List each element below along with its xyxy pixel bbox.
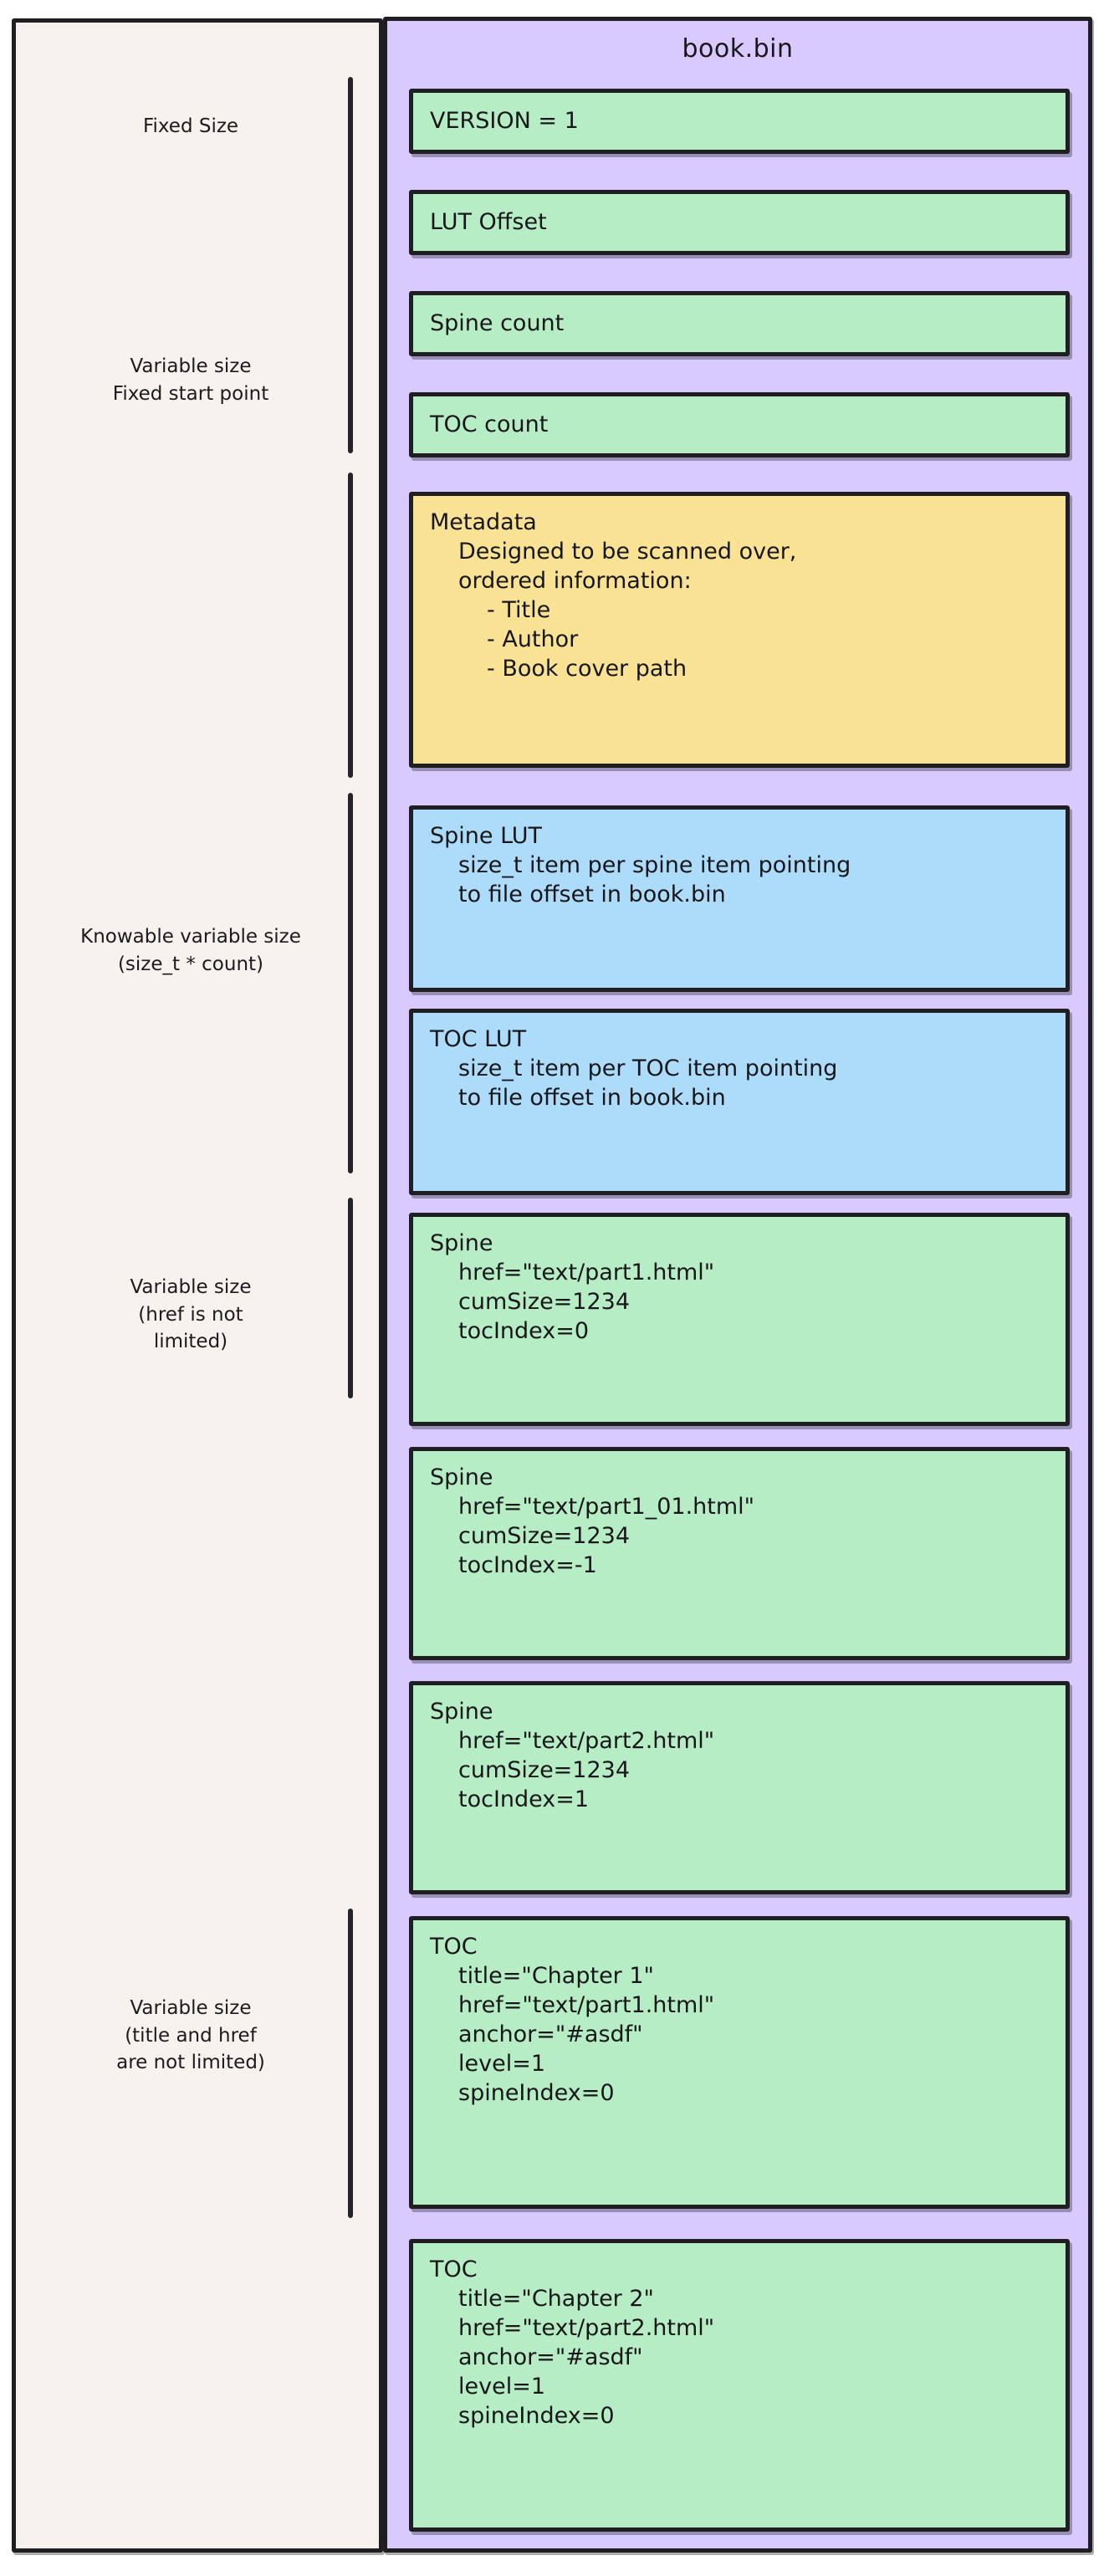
spine-2-cumsize: cumSize=1234	[458, 1523, 631, 1550]
block-toc-lut: TOC LUT size_t item per TOC item pointin…	[409, 1009, 1070, 1195]
spine-1-href: href="text/part1.html"	[458, 1260, 715, 1286]
spine-lut-desc-2: to file offset in book.bin	[458, 882, 726, 908]
group-label-fixed-size: Fixed Size	[142, 115, 239, 137]
block-metadata: Metadata Designed to be scanned over, or…	[409, 492, 1070, 768]
block-spine-lut: Spine LUT size_t item per spine item poi…	[409, 805, 1070, 992]
toc-2-level: level=1	[458, 2374, 546, 2400]
group-label-variable-fixed-start: Variable size Fixed start point	[112, 355, 269, 405]
block-toc-count-line: TOC count	[430, 411, 549, 438]
toc-1-title: title="Chapter 1"	[458, 1963, 654, 1990]
file-title: book.bin	[682, 34, 794, 64]
toc-lut-desc-2: to file offset in book.bin	[458, 1085, 726, 1112]
metadata-item-title: - Title	[487, 597, 551, 624]
spine-lut-desc-1: size_t item per spine item pointing	[458, 852, 851, 879]
toc-2-anchor: anchor="#asdf"	[458, 2344, 643, 2371]
spine-1-heading: Spine	[430, 1230, 493, 1256]
block-spine-1: Spine href="text/part1.html" cumSize=123…	[409, 1213, 1070, 1426]
spine-1-tocindex: tocIndex=0	[458, 1318, 590, 1345]
block-toc-count: TOC count	[409, 392, 1070, 457]
toc-1-heading: TOC	[430, 1934, 478, 1960]
block-toc-2: TOC title="Chapter 2" href="text/part2.h…	[409, 2239, 1070, 2532]
block-toc-1: TOC title="Chapter 1" href="text/part1.h…	[409, 1916, 1070, 2209]
toc-1-href: href="text/part1.html"	[458, 1992, 715, 2019]
spine-2-tocindex: tocIndex=-1	[458, 1552, 597, 1579]
toc-lut-heading: TOC LUT	[430, 1026, 527, 1052]
block-lut-offset: LUT Offset	[409, 190, 1070, 255]
spine-1-cumsize: cumSize=1234	[458, 1289, 631, 1316]
metadata-heading: Metadata	[430, 509, 537, 535]
toc-2-spineindex: spineIndex=0	[458, 2403, 615, 2430]
group-label-variable-title-href: Variable size (title and href are not li…	[116, 1997, 265, 2074]
block-spine-2: Spine href="text/part1_01.html" cumSize=…	[409, 1447, 1070, 1660]
spine-2-heading: Spine	[430, 1464, 493, 1490]
block-lut-offset-line: LUT Offset	[430, 209, 547, 236]
bracket-variable-title-href	[348, 1909, 353, 2218]
toc-1-anchor: anchor="#asdf"	[458, 2021, 643, 2048]
spine-3-cumsize: cumSize=1234	[458, 1757, 631, 1784]
toc-2-title: title="Chapter 2"	[458, 2286, 654, 2313]
toc-1-spineindex: spineIndex=0	[458, 2080, 615, 2107]
toc-lut-desc-1: size_t item per TOC item pointing	[458, 1055, 838, 1082]
spine-3-heading: Spine	[430, 1699, 493, 1725]
block-spine-count: Spine count	[409, 291, 1070, 356]
block-version: VERSION = 1	[409, 89, 1070, 154]
toc-2-href: href="text/part2.html"	[458, 2315, 715, 2342]
toc-2-heading: TOC	[430, 2257, 478, 2282]
group-label-knowable-variable: Knowable variable size (size_t * count)	[80, 926, 301, 975]
file-panel: book.bin VERSION = 1 LUT Offset Spine co…	[383, 17, 1092, 2553]
spine-3-href: href="text/part2.html"	[458, 1728, 715, 1755]
toc-1-level: level=1	[458, 2051, 546, 2078]
block-spine-count-line: Spine count	[430, 310, 565, 337]
spine-lut-heading: Spine LUT	[430, 823, 543, 849]
annotation-panel: Fixed Size Variable size Fixed start poi…	[12, 18, 383, 2553]
metadata-desc-1: Designed to be scanned over,	[458, 539, 797, 565]
group-label-variable-href: Variable size (href is not limited)	[130, 1276, 252, 1353]
bracket-variable-href	[348, 1198, 353, 1398]
spine-2-href: href="text/part1_01.html"	[458, 1494, 755, 1521]
metadata-item-cover: - Book cover path	[487, 656, 687, 682]
bracket-knowable-variable	[348, 793, 353, 1173]
block-version-line: VERSION = 1	[430, 108, 579, 135]
block-spine-3: Spine href="text/part2.html" cumSize=123…	[409, 1681, 1070, 1894]
bracket-variable-fixed-start	[348, 473, 353, 778]
metadata-desc-2: ordered information:	[458, 568, 692, 595]
bracket-fixed-size	[348, 77, 353, 453]
spine-3-tocindex: tocIndex=1	[458, 1786, 590, 1813]
metadata-item-author: - Author	[487, 626, 579, 653]
